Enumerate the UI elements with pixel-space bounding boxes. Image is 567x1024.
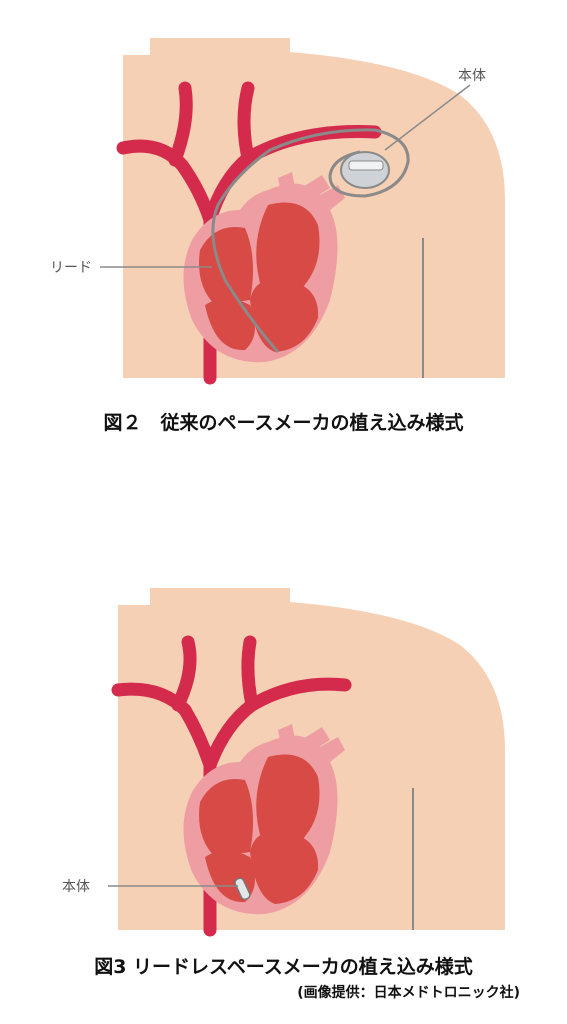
figure-3-caption: 図3 リードレスペースメーカの植え込み様式: [94, 956, 473, 978]
figure-3: 本体: [0, 560, 567, 950]
image-credit: (画像提供：日本メドトロニック社): [297, 985, 520, 1001]
label-body: 本体: [62, 879, 90, 895]
leadless-pacemaker-device: [234, 877, 251, 901]
leadless-pacemaker-illustration: 本体: [62, 588, 505, 937]
conventional-pacemaker-illustration: 本体 リード: [50, 38, 505, 385]
figure-2: 本体 リード: [0, 0, 567, 390]
pacemaker-device: [340, 151, 390, 189]
heart: [183, 172, 345, 363]
figure-2-caption: 図２ 従来のペースメーカの植え込み様式: [103, 412, 464, 434]
heart: [183, 724, 345, 915]
body-label-line: [384, 84, 471, 151]
label-lead: リード: [50, 260, 92, 276]
lead-wire: [211, 128, 410, 353]
label-body: 本体: [458, 68, 486, 84]
